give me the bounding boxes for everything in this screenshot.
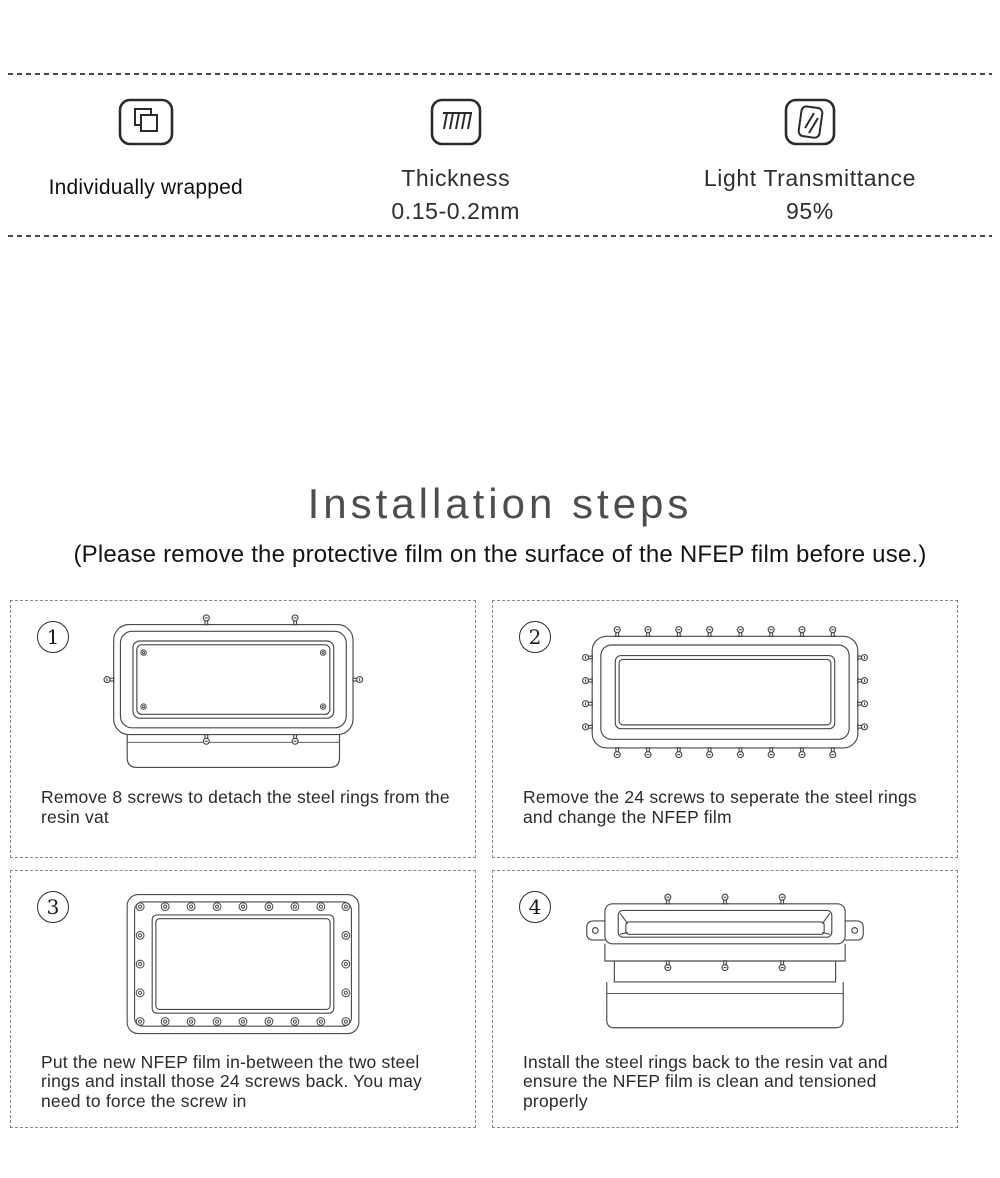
step-4-illustration-assembled-vat bbox=[586, 893, 864, 1029]
features-strip: Individually wrapped Thickness bbox=[8, 73, 992, 237]
feature-label: Thickness bbox=[401, 165, 511, 191]
step-caption: Remove the 24 screws to seperate the ste… bbox=[523, 787, 917, 827]
feature-value: 95% bbox=[786, 198, 834, 224]
step-panel-2: 2 bbox=[492, 600, 958, 858]
step-number-badge: 4 bbox=[519, 891, 551, 923]
thickness-icon bbox=[430, 98, 482, 146]
feature-light-transmittance: Light Transmittance 95% bbox=[628, 73, 992, 237]
feature-label: Light Transmittance bbox=[703, 165, 916, 191]
step-1-illustration-resin-vat bbox=[103, 614, 364, 768]
feature-individually-wrapped: Individually wrapped bbox=[8, 73, 284, 237]
installation-title: Installation steps bbox=[307, 480, 693, 527]
feature-label: Individually wrapped bbox=[48, 176, 243, 199]
individually-wrapped-icon bbox=[118, 98, 174, 146]
step-caption: Put the new NFEP film in-between the two… bbox=[41, 1051, 422, 1111]
installation-subtitle: (Please remove the protective film on th… bbox=[73, 541, 927, 568]
step-caption: Install the steel rings back to the resi… bbox=[523, 1051, 888, 1111]
step-number-badge: 2 bbox=[519, 621, 551, 653]
light-transmittance-icon bbox=[784, 98, 836, 146]
step-2-illustration-steel-rings bbox=[581, 626, 869, 759]
step-panel-3: 3 bbox=[10, 870, 476, 1128]
feature-label-block: Thickness 0.15-0.2mm bbox=[391, 162, 520, 228]
step-caption: Remove 8 screws to detach the steel ring… bbox=[41, 787, 450, 827]
feature-label-block: Light Transmittance 95% bbox=[704, 162, 916, 228]
feature-thickness: Thickness 0.15-0.2mm bbox=[284, 73, 628, 237]
step-panel-4: 4 bbox=[492, 870, 958, 1128]
step-number-badge: 1 bbox=[37, 621, 69, 653]
step-3-illustration-film-between-rings bbox=[126, 894, 360, 1035]
step-number-badge: 3 bbox=[37, 891, 69, 923]
step-panel-1: 1 Remove 8 screws to detach the steel ri… bbox=[10, 600, 476, 858]
feature-value: 0.15-0.2mm bbox=[391, 198, 521, 224]
